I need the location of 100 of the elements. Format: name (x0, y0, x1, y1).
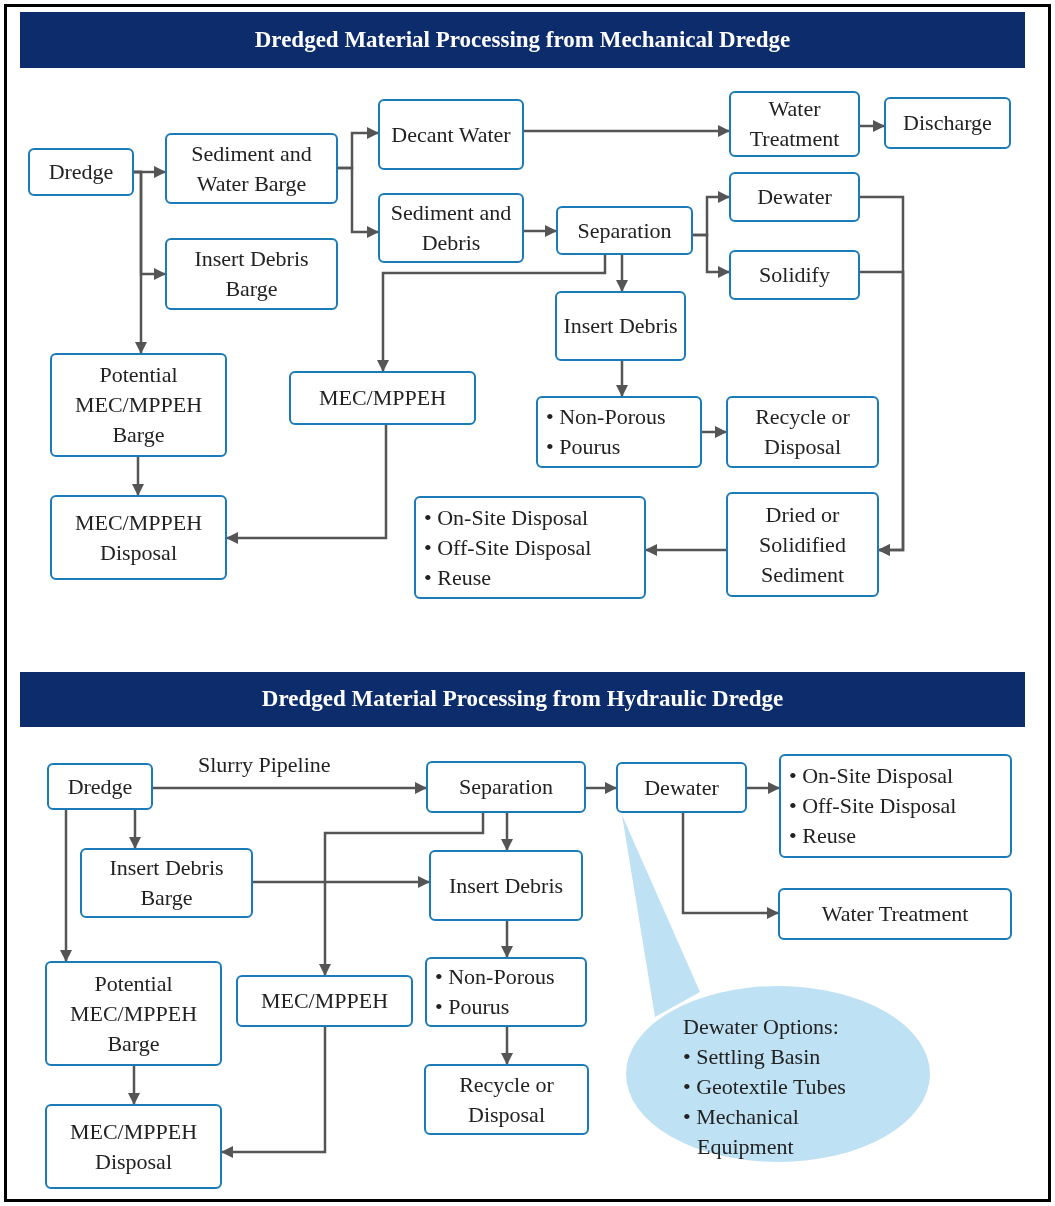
list-item: • Reuse (789, 822, 857, 850)
process-box (729, 250, 860, 300)
process-box (45, 961, 222, 1066)
arrow (501, 813, 513, 851)
node-label: Dredge (48, 158, 114, 186)
list-item: • Non-Porous (435, 963, 556, 991)
arrow (616, 255, 628, 292)
node-label: Solidify (759, 261, 830, 289)
arrow (616, 361, 628, 397)
list-item: • On-Site Disposal (789, 762, 955, 790)
process-box (536, 396, 702, 468)
arrow (860, 120, 885, 132)
list-item: • On-Site Disposal (424, 503, 590, 532)
banner-title: Dredged Material Processing from Mechanical Dredge (254, 25, 791, 54)
node-label: Dried or Solidified Sediment (758, 500, 847, 589)
list-item: • Reuse (424, 563, 492, 592)
arrow (747, 782, 780, 794)
process-box (28, 148, 134, 196)
node-label: Sediment and Debris (389, 199, 513, 257)
node-label: Insert Debris Barge (108, 854, 225, 912)
arrow (702, 426, 727, 438)
list-item: • Pourus (546, 433, 622, 461)
process-box (50, 353, 227, 457)
process-box (555, 291, 686, 361)
process-box (45, 1104, 222, 1189)
arrow (319, 813, 485, 976)
banner-title: Dredged Material Processing from Hydraulic Dredge (261, 685, 784, 714)
node-label: MEC/MPPEH (318, 384, 447, 412)
node-label: Potential MEC/MPPEH Barge (73, 361, 204, 449)
process-box (378, 99, 524, 170)
node-label: MEC/MPPEH Disposal (73, 508, 204, 567)
node-label: Recycle or Disposal (458, 1070, 555, 1129)
arrow (501, 1027, 513, 1065)
node-label: Separation (458, 773, 554, 801)
process-box (378, 193, 524, 263)
node-label: Insert Debris Barge (193, 245, 310, 303)
arrow (128, 1066, 140, 1105)
section-banner (20, 672, 1025, 727)
arrow (377, 255, 607, 372)
list-item: • Mechanical Equipment (683, 1103, 800, 1161)
arrow (221, 1027, 327, 1158)
node-label: Sediment and Water Barge (190, 139, 313, 198)
node-label: MEC/MPPEH Disposal (68, 1117, 199, 1176)
process-box (729, 91, 860, 157)
node-label: Water Treatment (748, 95, 841, 153)
arrow (60, 810, 72, 962)
process-box (726, 396, 879, 468)
process-box (165, 133, 338, 204)
node-label: Recycle or Disposal (754, 403, 851, 461)
arrow (693, 233, 730, 278)
process-box (426, 761, 586, 813)
node-label: Dredge (67, 772, 133, 801)
process-box (424, 1064, 589, 1135)
node-label: Discharge (903, 109, 992, 137)
list-item: • Pourus (435, 993, 511, 1021)
process-box (429, 850, 583, 921)
process-box (165, 238, 338, 310)
callout-heading: Dewater Options: (683, 1013, 840, 1041)
node-label: MEC/MPPEH (260, 987, 389, 1015)
arrow (153, 782, 427, 794)
node-label: Dewater (644, 773, 719, 802)
process-box (47, 763, 153, 810)
arrow (524, 125, 730, 137)
list-item: • Non-Porous (546, 403, 667, 431)
process-box (884, 97, 1011, 149)
arrow (860, 270, 905, 556)
node-label: Insert Debris (563, 312, 678, 340)
process-box (779, 754, 1012, 858)
node-label: Insert Debris (448, 871, 564, 900)
process-box (778, 888, 1012, 940)
process-box (289, 371, 476, 425)
arrow (645, 544, 726, 556)
arrow (129, 810, 141, 849)
process-box (414, 496, 646, 599)
arrow (134, 170, 147, 354)
process-box (556, 206, 693, 255)
arrow (338, 166, 379, 238)
node-label: Decant Water (391, 120, 511, 149)
list-item: • Off-Site Disposal (789, 792, 958, 820)
arrow (226, 425, 388, 544)
process-box (616, 762, 747, 813)
process-box (726, 492, 879, 597)
process-box (80, 848, 253, 918)
node-label: Potential MEC/MPPEH Barge (68, 969, 199, 1058)
node-label: Separation (577, 216, 672, 245)
process-box (729, 172, 860, 222)
list-item: • Geotextile Tubes (683, 1073, 847, 1101)
arrow (681, 813, 779, 919)
arrow (253, 876, 430, 888)
arrow (586, 782, 617, 794)
process-box (236, 975, 413, 1027)
section-banner (20, 12, 1025, 68)
list-item: • Off-Site Disposal (424, 533, 593, 562)
node-label: Water Treatment (821, 900, 969, 928)
list-item: • Settling Basin (683, 1043, 822, 1071)
process-box (425, 957, 587, 1027)
arrow (132, 457, 144, 496)
arrow (524, 225, 557, 237)
arrow (501, 921, 513, 958)
process-box (50, 495, 227, 580)
